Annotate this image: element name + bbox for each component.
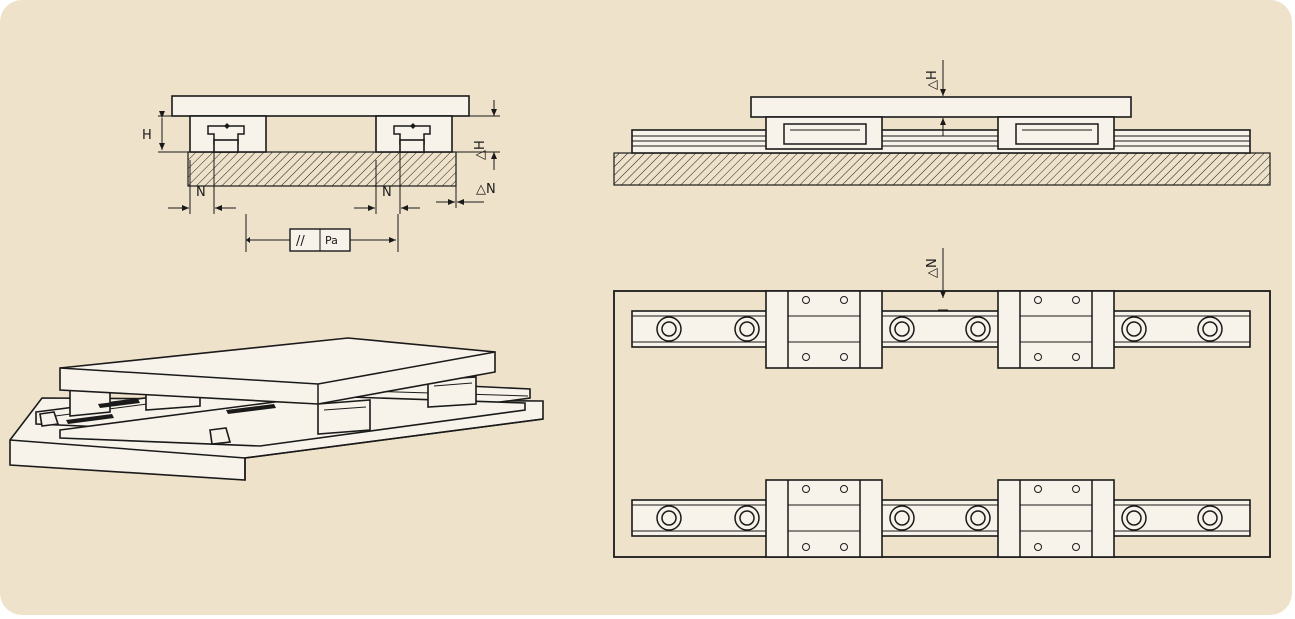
dim-delta-h-label: △H xyxy=(473,140,488,160)
left-rail xyxy=(213,139,239,153)
carriage-upper-2 xyxy=(997,290,1115,369)
rail-bolts-upper xyxy=(656,316,1223,342)
dim-n-left-label: N xyxy=(196,185,206,200)
dim-delta-n-label: △N xyxy=(476,182,496,197)
carriage-upper-1 xyxy=(765,290,883,369)
side-table-plate xyxy=(750,96,1132,118)
pa-label: Pa xyxy=(325,234,338,247)
side-delta-h-label: △H xyxy=(925,70,940,90)
plan-view: △N xyxy=(613,248,1271,558)
rail-bolts-lower xyxy=(656,505,1223,531)
parallel-symbol: // xyxy=(296,234,305,249)
side-view: △H xyxy=(613,60,1271,186)
side-base-hatched xyxy=(613,152,1271,186)
carriage-lower-1 xyxy=(765,479,883,558)
dim-h-label: H xyxy=(142,128,152,143)
right-rail xyxy=(399,139,425,153)
carriage-lower-2 xyxy=(997,479,1115,558)
plan-delta-n-label: △N xyxy=(925,258,940,278)
base-hatched xyxy=(187,151,457,187)
dim-n-right-label: N xyxy=(382,185,392,200)
isometric-view xyxy=(9,337,544,481)
front-view-dimensioned: H △H N N △N // Pa xyxy=(142,95,500,252)
table-plate xyxy=(171,95,470,117)
